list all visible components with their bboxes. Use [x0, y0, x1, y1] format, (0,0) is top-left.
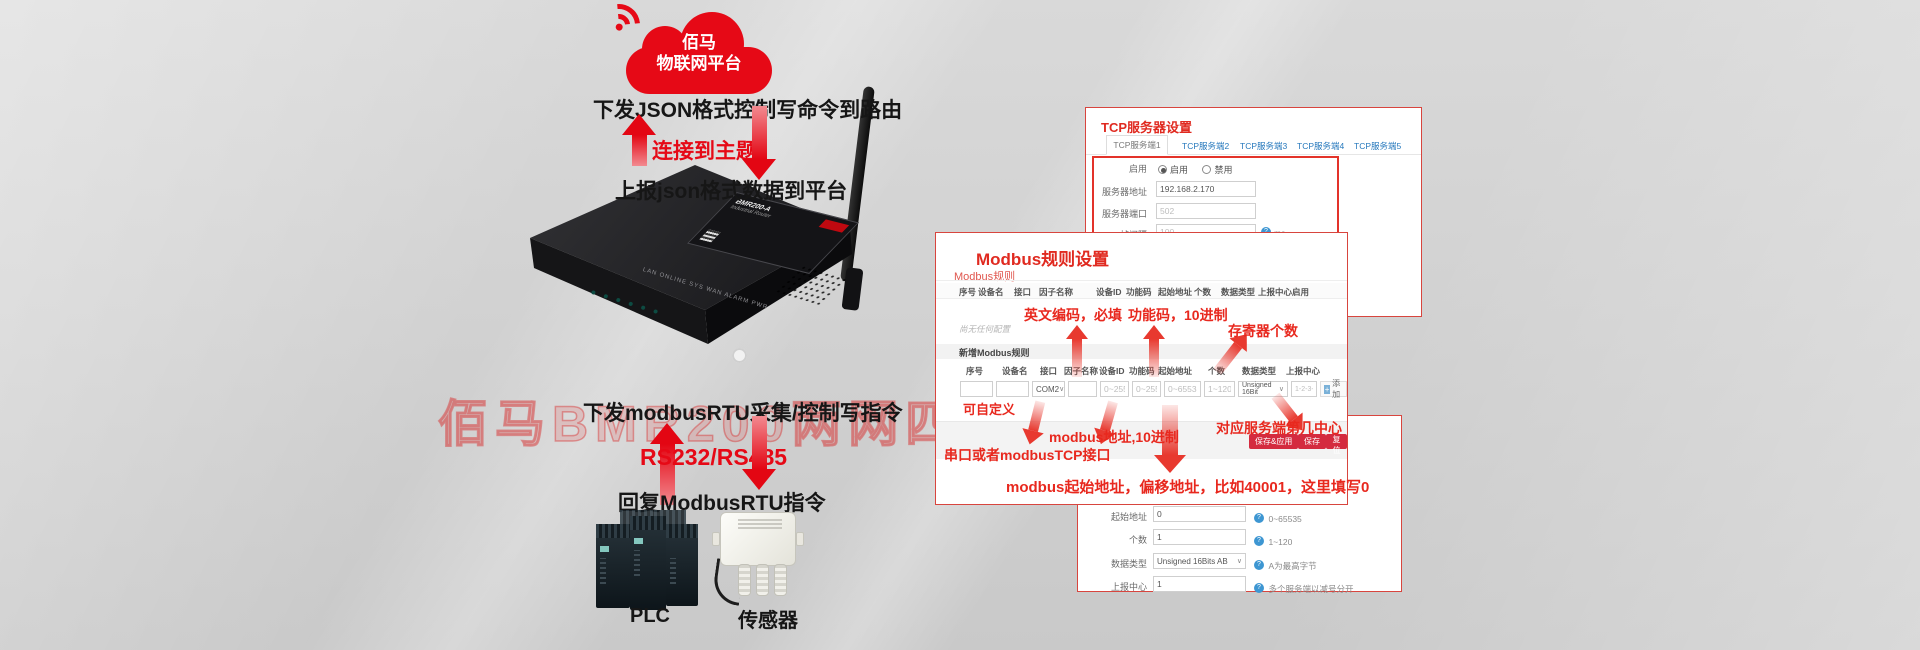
save-apply-button[interactable]: 保存&应用 — [1249, 434, 1299, 449]
annotation-custom: 可自定义 — [963, 402, 1016, 417]
server-port-label: 服务器端口 — [1101, 209, 1147, 219]
json-report-text: 上报json格式数据到平台 — [615, 180, 848, 203]
modbus-rules-panel: Modbus规则设置 Modbus规则 序号 设备名 接口 因子名称 设备ID … — [935, 232, 1370, 505]
report-center-label: 上报中心 — [1110, 582, 1147, 592]
qr-code — [699, 229, 721, 243]
start-address-label: 起始地址 — [1110, 512, 1147, 522]
info-icon: ? — [1254, 582, 1264, 593]
tab-tcp-server-1[interactable]: TCP服务端1 — [1106, 135, 1168, 155]
plc-image — [596, 506, 700, 610]
annotation-address: modbus地址,10进制 — [1049, 429, 1179, 445]
rule-index-input[interactable] — [960, 381, 993, 397]
router-image: BMR200-A Industrial Router LAN ONLINE SY… — [520, 86, 910, 400]
add-rule-section-bar: 新增Modbus规则 — [936, 344, 1347, 359]
add-icon: + — [1324, 384, 1331, 394]
factor-name-input[interactable] — [1068, 381, 1097, 397]
sensor-label: 传感器 — [738, 610, 798, 632]
modbus-command-text: 下发modbusRTU采集/控制写指令 — [583, 402, 903, 425]
up-arrow — [650, 423, 684, 505]
tab-tcp-server-5[interactable]: TCP服务端5 — [1354, 141, 1402, 151]
tab-tcp-server-2[interactable]: TCP服务端2 — [1182, 141, 1230, 151]
annotation-count: 存寄器个数 — [1228, 323, 1298, 339]
datatype-select[interactable]: Unsigned 16Bit∨ — [1238, 381, 1288, 397]
iot-platform-cloud: 佰马 物联网平台 — [626, 12, 772, 94]
sensor-image — [711, 512, 804, 608]
device-name-input[interactable] — [996, 381, 1029, 397]
annotation-start-address: modbus起始地址，偏移地址，比如40001，这里填写0 — [1006, 479, 1370, 496]
modbus-reply-text: 回复ModbusRTU指令 — [618, 492, 826, 515]
radio-off-icon[interactable] — [1202, 165, 1212, 174]
interface-select[interactable]: COM2∨ — [1032, 381, 1065, 397]
enable-label: 启用 — [1128, 164, 1147, 174]
count-input[interactable] — [1153, 529, 1246, 545]
json-command-text: 下发JSON格式控制写命令到路由 — [593, 99, 903, 122]
info-icon: ? — [1254, 559, 1264, 570]
server-port-input[interactable] — [1156, 203, 1256, 219]
count-label: 个数 — [1128, 535, 1147, 545]
function-code-input[interactable] — [1132, 381, 1161, 397]
report-center-input[interactable] — [1153, 576, 1246, 592]
chevron-down-icon: ∨ — [1278, 386, 1284, 393]
annotation-factor: 英文编码，必填 — [1024, 307, 1122, 323]
modbus-panel-title: Modbus规则设置 — [976, 250, 1110, 269]
add-rule-button[interactable]: + 添加 — [1320, 379, 1347, 399]
enable-radio-group: 启用 禁用 — [1158, 160, 1242, 178]
count-input[interactable] — [1204, 381, 1235, 397]
annotation-interface: 串口或者modbusTCP接口 — [944, 447, 1111, 463]
up-annotation-arrow — [1066, 325, 1088, 377]
datatype-label: 数据类型 — [1110, 559, 1147, 569]
chevron-down-icon: ∨ — [1059, 386, 1065, 393]
datatype-select[interactable]: Unsigned 16Bits AB∨ — [1153, 553, 1246, 569]
rules-table-header — [936, 283, 1347, 299]
up-annotation-arrow — [1143, 325, 1165, 377]
up-arrow — [622, 114, 656, 166]
ant-port — [732, 348, 747, 363]
server-address-label: 服务器地址 — [1101, 187, 1147, 197]
server-address-input[interactable] — [1156, 181, 1256, 197]
save-button[interactable]: 保存 — [1298, 434, 1326, 449]
cloud-label: 佰马 物联网平台 — [656, 33, 742, 73]
tab-tcp-server-3[interactable]: TCP服务端3 — [1240, 141, 1288, 151]
plc-label: PLC — [630, 605, 670, 627]
info-icon: ? — [1254, 512, 1264, 523]
reset-button[interactable]: 复位 — [1326, 434, 1347, 455]
report-center-input[interactable] — [1291, 381, 1317, 397]
radio-on-icon[interactable] — [1158, 165, 1167, 174]
down-arrow — [742, 106, 776, 180]
modbus-rules-subtitle: Modbus规则 — [954, 271, 1016, 283]
tcp-panel-title: TCP服务器设置 — [1101, 120, 1193, 135]
empty-rules-text: 尚无任何配置 — [959, 324, 1011, 334]
chevron-down-icon: ∨ — [1236, 558, 1242, 565]
device-id-input[interactable] — [1100, 381, 1129, 397]
big-down-annotation-arrow — [1154, 405, 1186, 473]
annotation-func: 功能码，10进制 — [1128, 307, 1228, 323]
start-address-input[interactable] — [1153, 506, 1246, 522]
down-arrow — [742, 416, 776, 490]
tab-tcp-server-4[interactable]: TCP服务端4 — [1297, 141, 1345, 151]
connect-topic-text: 连接到主题 — [652, 140, 757, 163]
info-icon: ? — [1254, 535, 1264, 546]
annotation-center: 对应服务端第几中心 — [1216, 420, 1342, 436]
start-address-input[interactable] — [1164, 381, 1201, 397]
